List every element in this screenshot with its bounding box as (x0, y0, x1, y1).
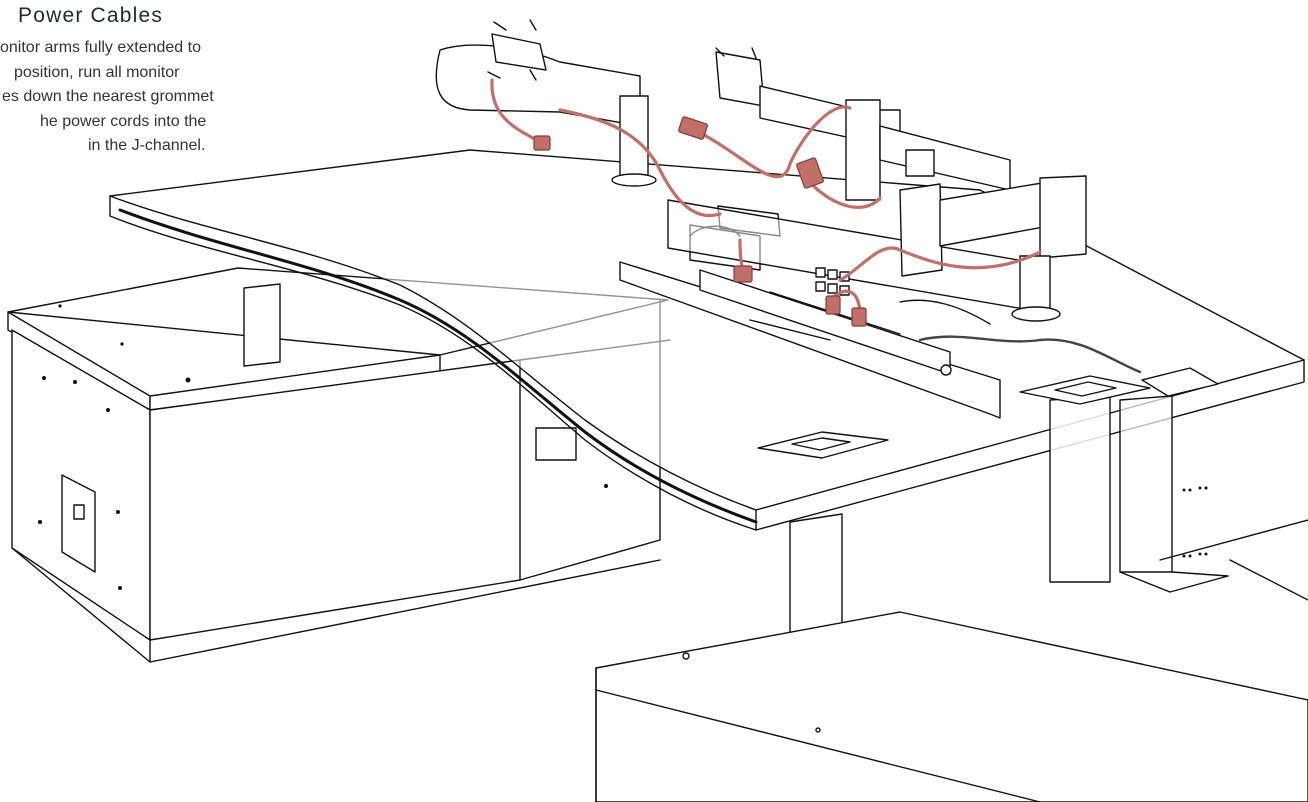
desk-top (109, 149, 1305, 531)
desk-legs (243, 283, 1229, 653)
data-cable (918, 335, 1142, 374)
instruction-line: in the J-channel. (88, 137, 206, 154)
instruction-line: onitor arms fully extended to (0, 39, 201, 56)
grommets (757, 367, 1219, 459)
instruction-line: es down the nearest grommet (2, 88, 214, 105)
right-cabinet (595, 519, 1308, 802)
instruction-line: position, run all monitor (14, 63, 180, 81)
monitor-arm-left (435, 19, 657, 187)
instruction-text: onitor arms fully extended to position, … (0, 36, 310, 159)
power-plugs (533, 116, 867, 327)
instruction-line: he power cords into the (40, 112, 207, 130)
step-title: Power Cables (18, 4, 164, 27)
j-channel (619, 199, 1031, 419)
cabinet-screw-dots (38, 304, 608, 590)
